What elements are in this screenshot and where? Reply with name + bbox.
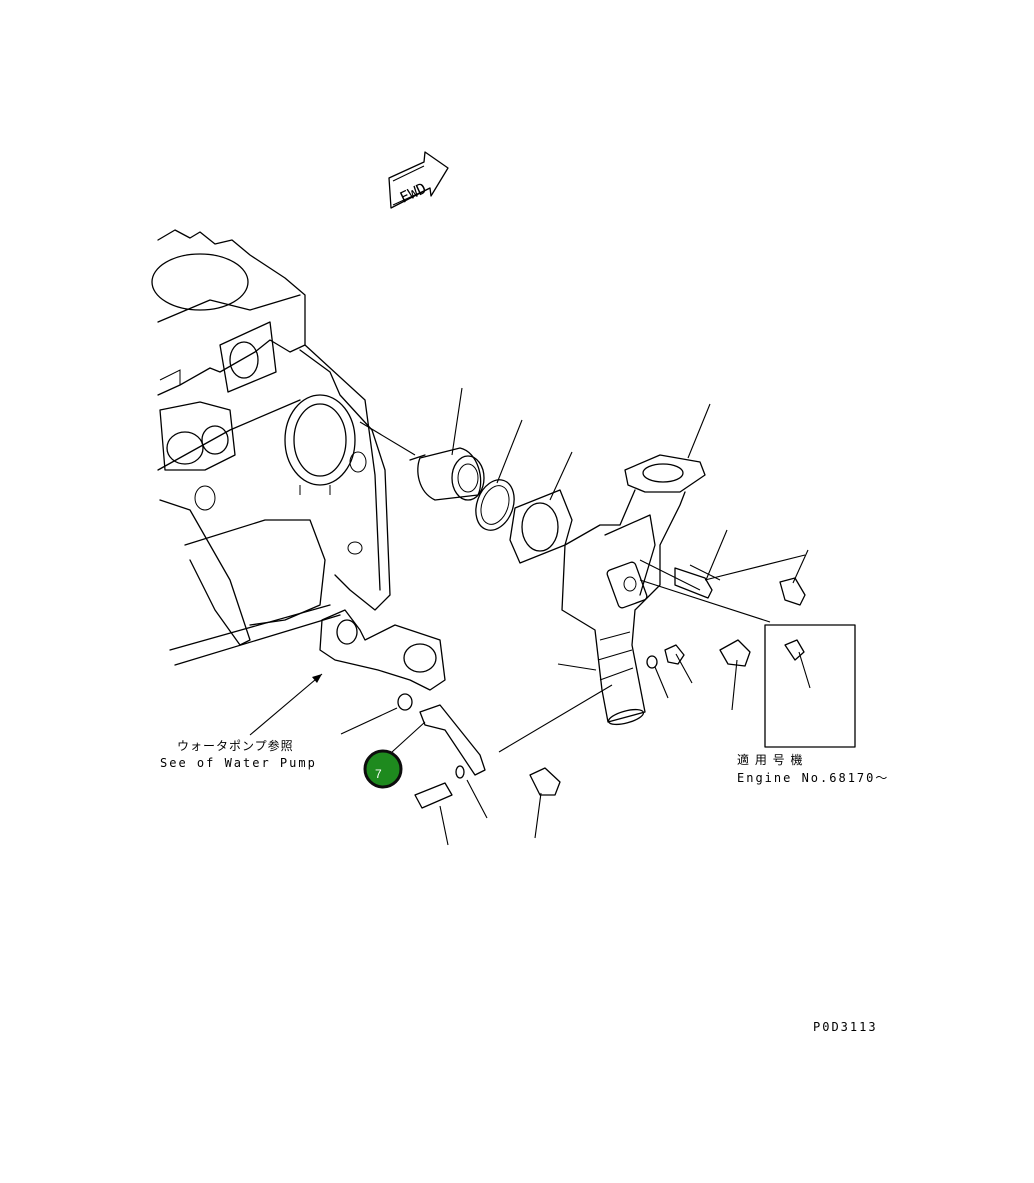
water-pump-note-jp: ウォータポンプ参照 — [177, 738, 294, 753]
applicable-box — [764, 624, 856, 748]
drawing-code: P0D3113 — [813, 1020, 878, 1034]
callout-number: 7 — [375, 767, 382, 781]
water-inlet-elbow — [319, 609, 446, 691]
callout-circle[interactable] — [363, 749, 403, 789]
seal-ring — [475, 479, 515, 531]
applicable-note-jp: 適 用 号 機 — [737, 752, 803, 767]
gasket — [509, 489, 573, 564]
leader-lines — [249, 387, 811, 846]
engine-block — [151, 229, 391, 666]
thermostat-housing — [561, 454, 706, 726]
water-pump-note-en: See of Water Pump — [160, 756, 317, 770]
hardware — [397, 559, 806, 809]
fwd-arrow-icon: FWD — [388, 151, 449, 209]
fwd-label: FWD — [397, 179, 429, 207]
callout-badge-7[interactable]: 7 — [363, 749, 403, 789]
applicable-note-en: Engine No.68170～ — [737, 771, 889, 785]
thermostat — [409, 447, 485, 501]
